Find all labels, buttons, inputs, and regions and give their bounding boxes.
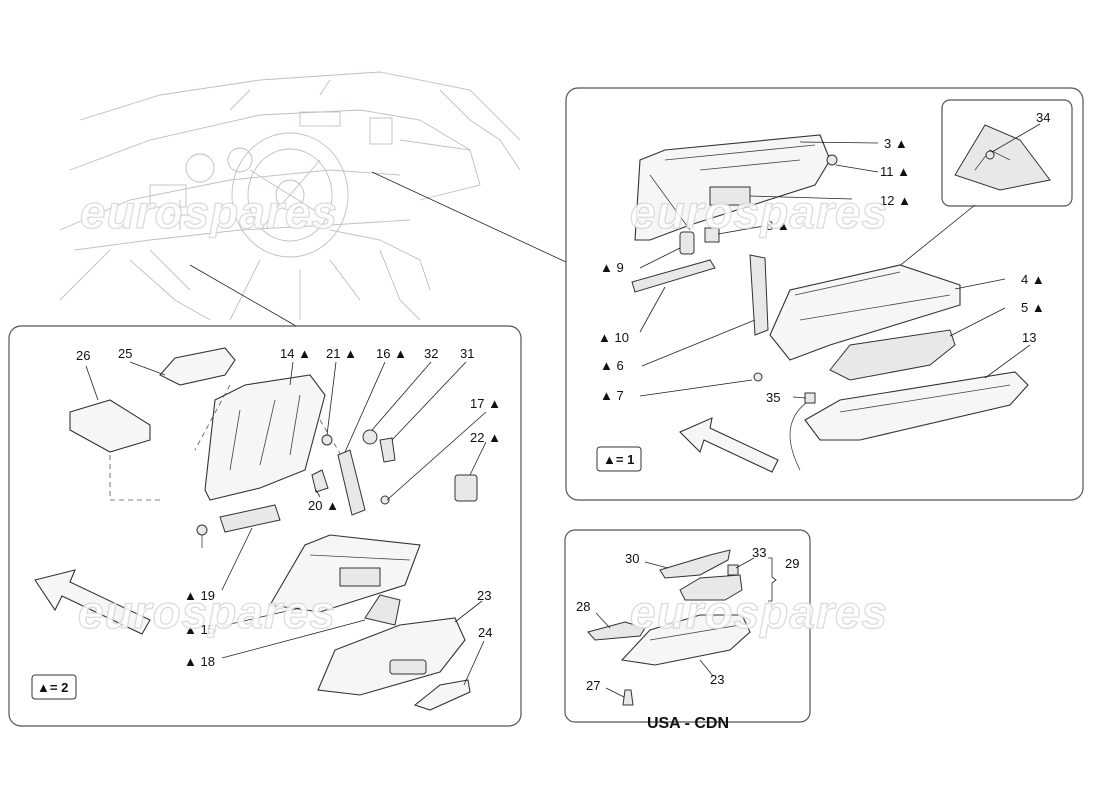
label-15: ▲ 15 xyxy=(184,622,215,637)
label-12: 12 ▲ xyxy=(880,193,911,208)
label-21: 21 ▲ xyxy=(326,346,357,361)
label-3: 3 ▲ xyxy=(884,136,908,151)
usa-cdn-title: USA - CDN xyxy=(647,715,729,732)
label-9: ▲ 9 xyxy=(600,260,624,275)
watermark-4: eurospares xyxy=(630,586,888,638)
label-17: 17 ▲ xyxy=(470,396,501,411)
watermark-2: eurospares xyxy=(630,186,888,238)
label-29: 29 xyxy=(785,556,799,571)
label-10: ▲ 10 xyxy=(598,330,629,345)
legend-box-2 xyxy=(31,674,77,700)
label-18: ▲ 18 xyxy=(184,654,215,669)
label-5: 5 ▲ xyxy=(1021,300,1045,315)
label-31: 31 xyxy=(460,346,474,361)
label-20: 20 ▲ xyxy=(308,498,339,513)
label-13: 13 xyxy=(1022,330,1036,345)
dashboard-overview-sketch xyxy=(59,71,567,327)
legend-box-1 xyxy=(596,446,642,472)
label-23-usa: 23 xyxy=(710,672,724,687)
label-16: 16 ▲ xyxy=(376,346,407,361)
label-22: 22 ▲ xyxy=(470,430,501,445)
legend-2: ▲= 2 xyxy=(37,680,68,695)
legend-1: ▲= 1 xyxy=(603,452,634,467)
label-33: 33 xyxy=(752,545,766,560)
watermark-1: eurospares xyxy=(80,186,338,238)
label-4: 4 ▲ xyxy=(1021,272,1045,287)
label-6: ▲ 6 xyxy=(600,358,624,373)
panel-glovebox-main: 3 ▲ 11 ▲ 12 ▲ 8 ▲ 34 ▲ 9 ▲ 10 ▲ 6 ▲ 7 4 … xyxy=(565,87,1084,501)
panel-usa-cdn: 30 33 29 28 27 23 USA - CDN xyxy=(564,529,811,732)
label-34: 34 xyxy=(1036,110,1050,125)
label-26: 26 xyxy=(76,348,90,363)
label-11: 11 ▲ xyxy=(880,164,910,179)
label-7: ▲ 7 xyxy=(600,388,624,403)
panel-glovebox-left: 26 25 14 ▲ 21 ▲ 16 ▲ 32 31 17 ▲ 22 ▲ 20 … xyxy=(8,325,522,727)
label-8: 8 ▲ xyxy=(766,218,790,233)
watermark-3: eurospares xyxy=(78,586,336,638)
label-25: 25 xyxy=(118,346,132,361)
label-35: 35 xyxy=(766,390,780,405)
label-30: 30 xyxy=(625,551,639,566)
watermarks: eurospares eurospares eurospares eurospa… xyxy=(77,185,888,638)
label-14: 14 ▲ xyxy=(280,346,311,361)
label-23: 23 xyxy=(477,588,491,603)
label-27: 27 xyxy=(586,678,600,693)
label-28: 28 xyxy=(576,599,590,614)
label-32: 32 xyxy=(424,346,438,361)
label-24: 24 xyxy=(478,625,492,640)
label-19: ▲ 19 xyxy=(184,588,215,603)
